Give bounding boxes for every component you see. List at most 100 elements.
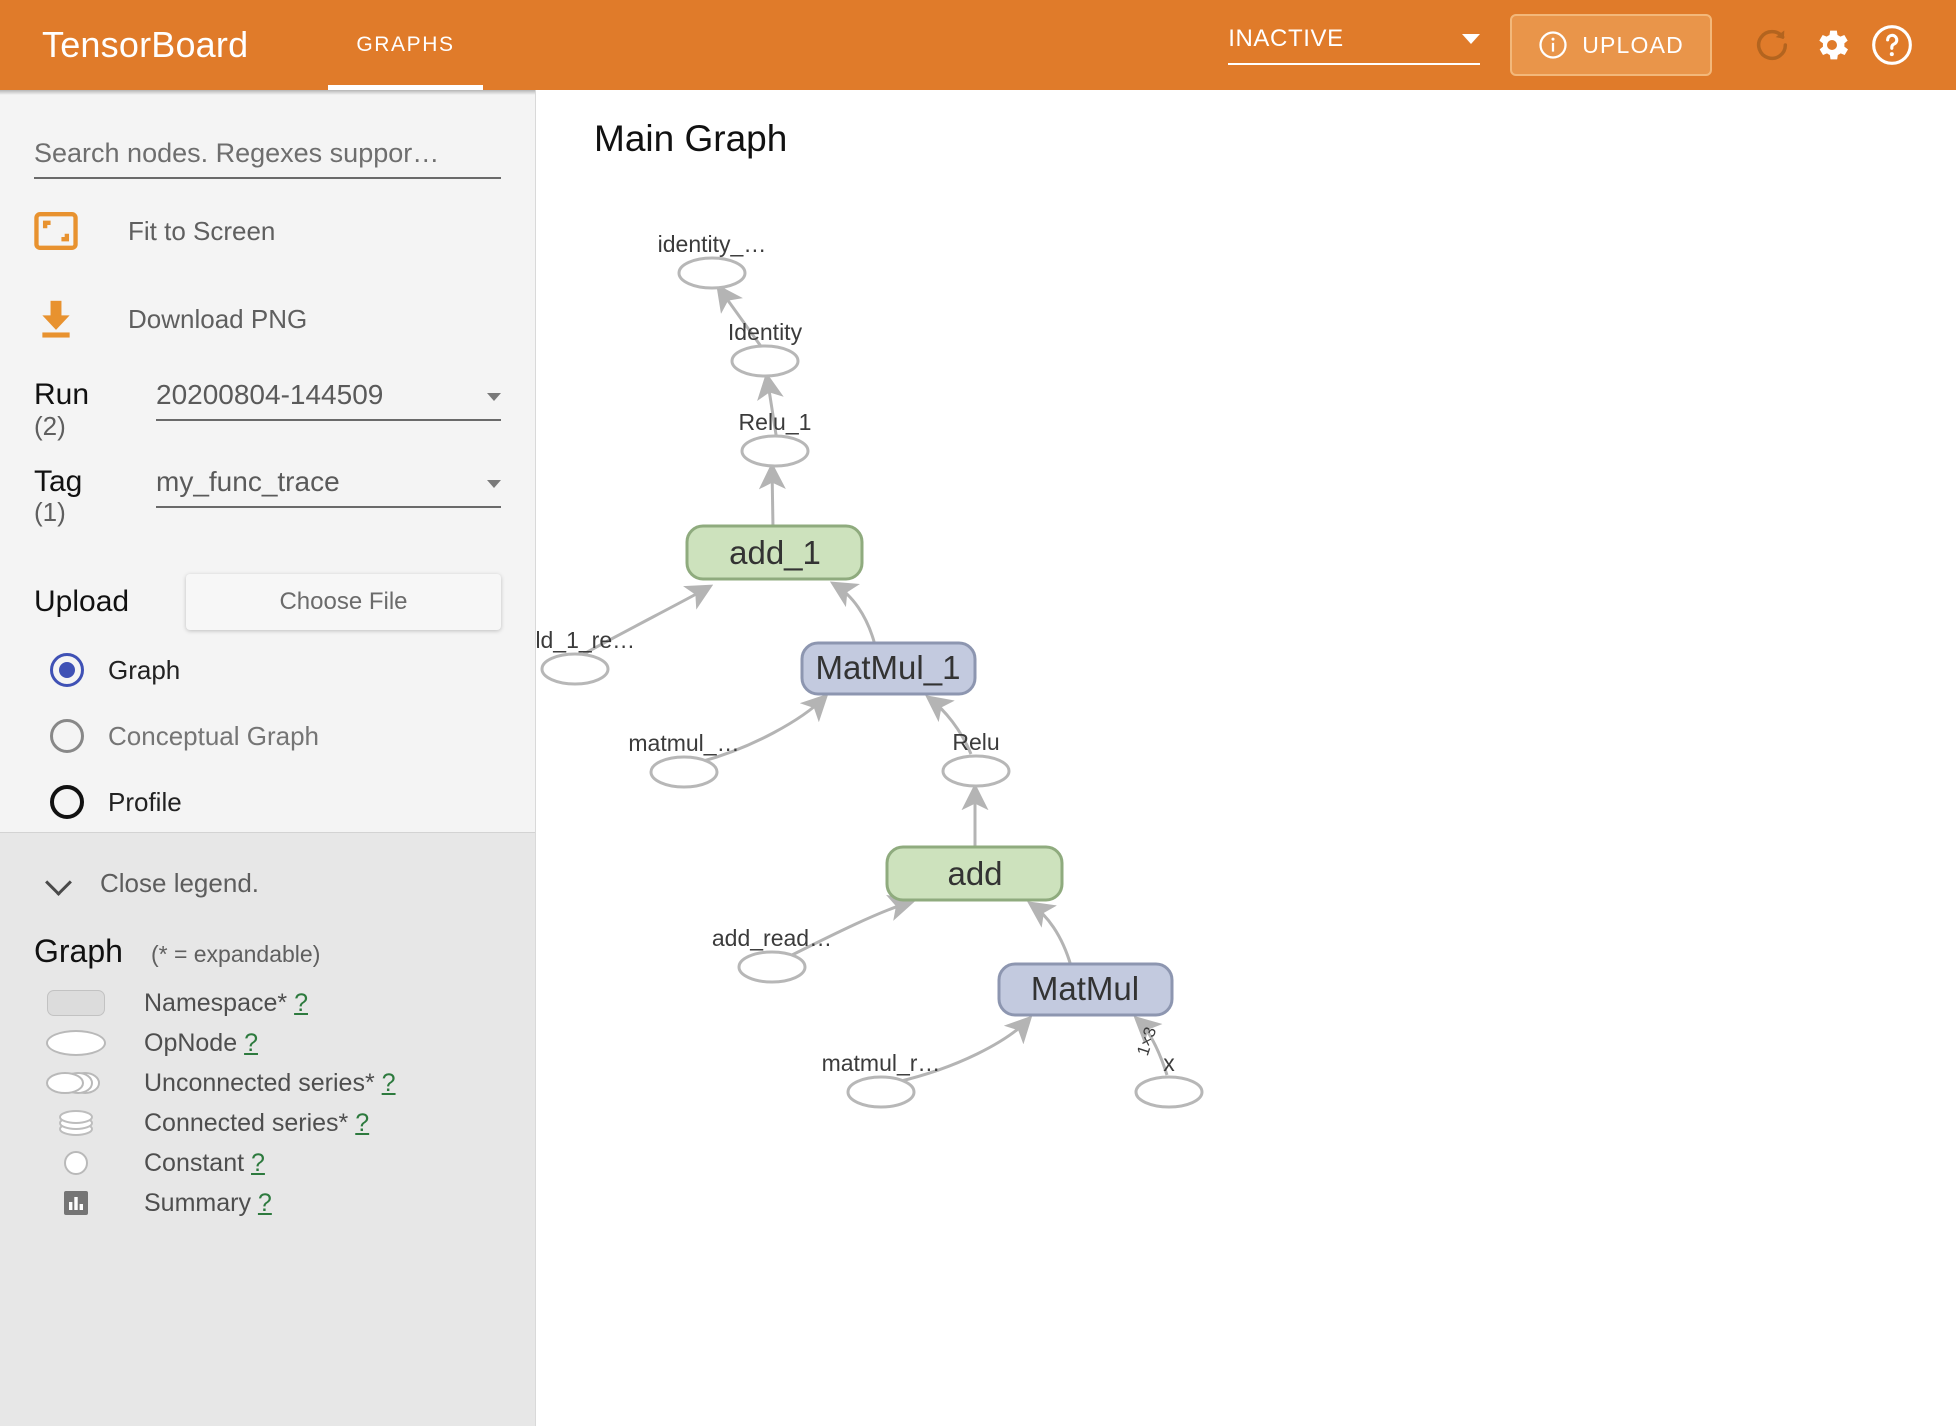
legend-header: Graph (* = expandable)	[34, 933, 501, 970]
op-ellipse-shape[interactable]	[737, 950, 807, 984]
summary-swatch-icon	[34, 1187, 118, 1219]
tag-select[interactable]: my_func_trace	[156, 466, 501, 508]
upload-button[interactable]: UPLOAD	[1510, 14, 1712, 76]
radio-profile[interactable]: Profile	[34, 776, 501, 828]
node-label: add_read…	[712, 925, 832, 951]
search-input[interactable]	[34, 138, 501, 169]
op-ellipse-shape[interactable]	[540, 652, 610, 686]
node-identity-out[interactable]: identity_…	[658, 231, 767, 290]
help-link-constant[interactable]: ?	[251, 1148, 265, 1177]
radio-profile-indicator	[50, 785, 84, 819]
top-bar-actions: INACTIVE UPLOAD	[1228, 14, 1956, 76]
op-ellipse-shape[interactable]	[1134, 1075, 1204, 1109]
legend-label-constant: Constant	[144, 1148, 245, 1177]
graph-canvas[interactable]: Main Graph 1×3 identity_…	[537, 90, 1956, 1426]
graph-svg[interactable]: 1×3 identity_… Identity Relu_1 add_1 add…	[537, 90, 1956, 1426]
node-add-1-read[interactable]: add_1_re…	[537, 627, 635, 686]
opnode-swatch-icon	[34, 1030, 118, 1056]
node-relu[interactable]: Relu	[941, 729, 1011, 788]
node-rect-shape[interactable]	[997, 962, 1174, 1017]
tag-field: Tag (1) my_func_trace	[34, 464, 501, 529]
node-add[interactable]: add	[885, 845, 1064, 902]
page-title: Main Graph	[594, 118, 788, 159]
tag-label-group: Tag (1)	[34, 464, 156, 529]
edge-matmul1-to-add1	[829, 581, 877, 646]
node-matmul-read[interactable]: matmul_r…	[822, 1050, 941, 1109]
sidebar: Fit to Screen Download PNG Run (2) 20200…	[0, 90, 536, 1426]
run-state-select[interactable]: INACTIVE	[1228, 25, 1481, 65]
legend-label-connected-series: Connected series*	[144, 1108, 349, 1137]
node-identity[interactable]: Identity	[728, 319, 803, 378]
close-legend-label: Close legend.	[100, 867, 259, 898]
fit-to-screen-button[interactable]: Fit to Screen	[34, 195, 501, 267]
help-link-opnode[interactable]: ?	[244, 1028, 258, 1057]
radio-conceptual-graph[interactable]: Conceptual Graph	[34, 710, 501, 762]
tag-label: Tag	[34, 464, 83, 498]
legend-title: Graph	[34, 933, 123, 969]
legend-item-connected-series: Connected series* ?	[34, 1104, 501, 1142]
nav-tabs: GRAPHS	[328, 0, 483, 90]
legend-label-namespace: Namespace*	[144, 988, 288, 1017]
edge-matmulread1-to-matmul1	[699, 693, 829, 764]
gear-icon	[1819, 30, 1848, 60]
radio-graph[interactable]: Graph	[34, 644, 501, 696]
node-label: add_1_re…	[537, 627, 635, 653]
run-select[interactable]: 20200804-144509	[156, 379, 501, 421]
radio-graph-indicator	[50, 653, 84, 687]
legend-item-unconnected-series: Unconnected series* ?	[34, 1064, 501, 1102]
op-ellipse-shape[interactable]	[740, 434, 810, 468]
node-matmul-read-1[interactable]: matmul_…	[628, 730, 740, 789]
op-ellipse-shape[interactable]	[649, 755, 719, 789]
legend-item-constant: Constant ?	[34, 1144, 501, 1182]
chevron-down-icon	[487, 479, 501, 488]
legend-label-summary: Summary	[144, 1188, 251, 1217]
help-link-namespace[interactable]: ?	[294, 988, 308, 1017]
node-x[interactable]: x	[1134, 1050, 1204, 1109]
node-rect-shape[interactable]	[685, 524, 864, 581]
upload-label: Upload	[34, 585, 130, 619]
fit-to-screen-label: Fit to Screen	[128, 215, 276, 246]
legend-subtitle: (* = expandable)	[150, 941, 321, 967]
download-icon	[34, 299, 106, 339]
download-png-button[interactable]: Download PNG	[34, 283, 501, 355]
node-label: Relu	[952, 729, 999, 755]
op-ellipse-shape[interactable]	[941, 754, 1011, 788]
tab-graphs[interactable]: GRAPHS	[328, 0, 483, 90]
choose-file-button[interactable]: Choose File	[186, 574, 501, 630]
node-rect-shape[interactable]	[800, 641, 977, 696]
node-add-1[interactable]: add_1	[685, 524, 864, 581]
radio-profile-label: Profile	[108, 786, 182, 817]
node-rect-shape[interactable]	[885, 845, 1064, 902]
help-link-connected-series[interactable]: ?	[355, 1108, 370, 1137]
node-relu-1[interactable]: Relu_1	[739, 409, 812, 468]
edge-add1read-to-add1	[572, 584, 714, 662]
settings-button[interactable]	[1802, 15, 1862, 75]
op-ellipse-shape[interactable]	[846, 1075, 916, 1109]
search-field[interactable]	[34, 138, 501, 179]
node-matmul[interactable]: MatMul	[997, 962, 1174, 1017]
help-icon	[1872, 25, 1912, 65]
tag-count: (1)	[34, 497, 66, 527]
node-matmul-1[interactable]: MatMul_1	[800, 641, 977, 696]
help-link-unconnected-series[interactable]: ?	[381, 1068, 396, 1097]
node-label: add	[947, 855, 1002, 892]
constant-swatch-icon	[34, 1148, 118, 1178]
close-legend-button[interactable]: Close legend.	[34, 845, 501, 921]
op-ellipse-shape[interactable]	[730, 344, 800, 378]
reload-button[interactable]	[1742, 15, 1802, 75]
edge-x-to-matmul	[1133, 1015, 1169, 1076]
top-app-bar: TensorBoard GRAPHS INACTIVE UPLOAD	[0, 0, 1956, 90]
tag-value: my_func_trace	[156, 465, 340, 497]
help-button[interactable]	[1862, 15, 1922, 75]
node-label: MatMul_1	[816, 649, 961, 686]
refresh-icon	[1756, 29, 1788, 61]
run-state-value: INACTIVE	[1228, 25, 1344, 52]
node-add-read[interactable]: add_read…	[712, 925, 832, 984]
edge-matmulread-to-matmul	[896, 1015, 1033, 1084]
legend-item-namespace: Namespace* ?	[34, 984, 501, 1022]
help-link-summary[interactable]: ?	[257, 1188, 272, 1217]
chevron-down-icon	[1462, 34, 1481, 44]
legend-item-summary: Summary ?	[34, 1184, 501, 1222]
fit-to-screen-icon	[34, 212, 106, 250]
op-ellipse-shape[interactable]	[677, 256, 747, 290]
